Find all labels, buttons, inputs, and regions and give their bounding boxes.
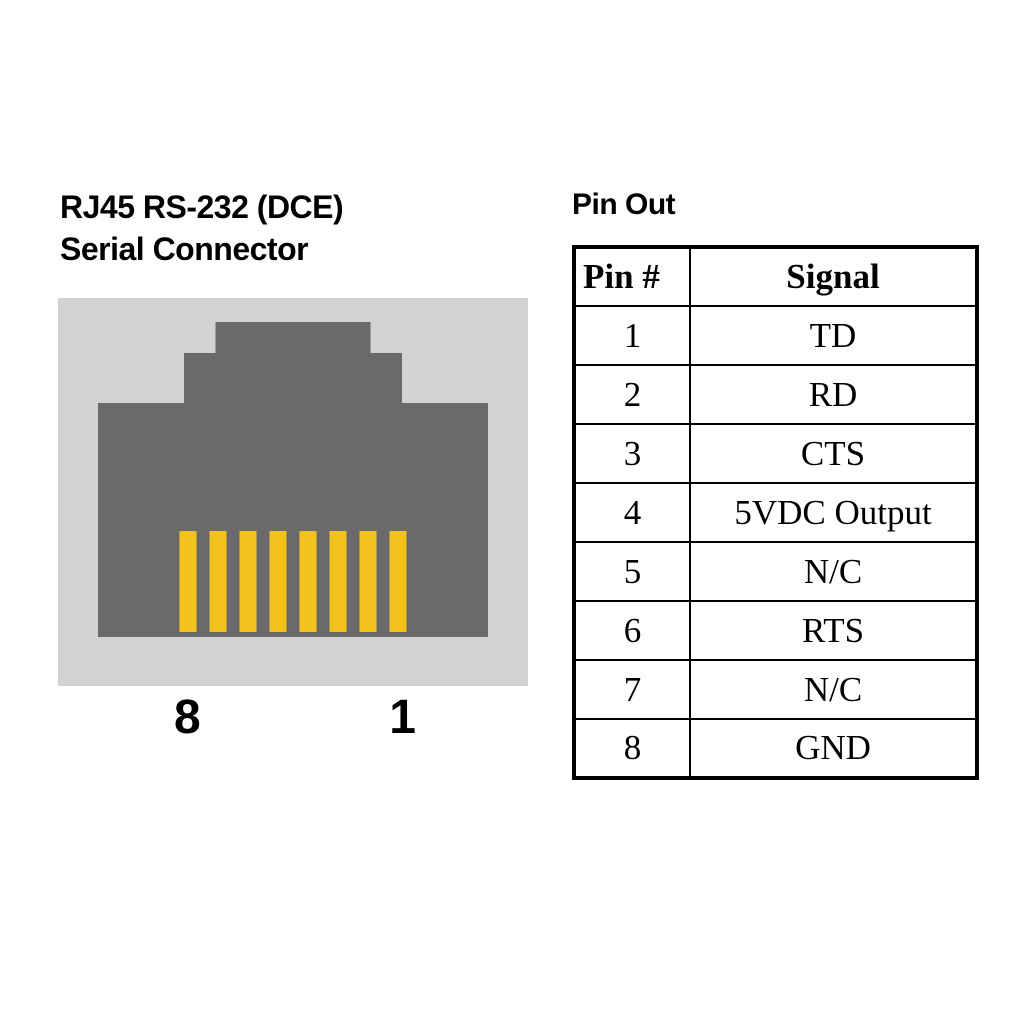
signal-cell: N/C — [689, 659, 978, 720]
pin-contact — [359, 531, 377, 632]
pin-contact — [209, 531, 227, 632]
pin-label-1: 1 — [389, 691, 416, 744]
table-header-row: Pin # Signal — [573, 246, 978, 307]
pin-number-cell: 1 — [573, 305, 691, 366]
signal-cell: GND — [689, 718, 978, 779]
pin-contact — [179, 531, 197, 632]
pin-number-cell: 8 — [573, 718, 691, 779]
pin-label-8: 8 — [174, 691, 201, 744]
pin-contacts — [179, 531, 407, 632]
jack-mid-step — [184, 353, 402, 405]
rj45-connector-graphic — [58, 298, 528, 686]
signal-cell: RD — [689, 364, 978, 425]
connector-title: RJ45 RS-232 (DCE) Serial Connector — [60, 186, 344, 270]
jack-top-tab — [215, 322, 371, 355]
pin-number-cell: 2 — [573, 364, 691, 425]
signal-cell: RTS — [689, 600, 978, 661]
signal-cell: N/C — [689, 541, 978, 602]
signal-cell: CTS — [689, 423, 978, 484]
pin-number-cell: 5 — [573, 541, 691, 602]
pin-contact — [269, 531, 287, 632]
pin-number-cell: 4 — [573, 482, 691, 543]
pin-number-cell: 6 — [573, 600, 691, 661]
pin-column-header: Pin # — [573, 246, 691, 307]
pin-contact — [239, 531, 257, 632]
pin-number-cell: 7 — [573, 659, 691, 720]
pin-number-cell: 3 — [573, 423, 691, 484]
connector-title-line2: Serial Connector — [60, 231, 309, 268]
pin-contact — [389, 531, 407, 632]
pin-contact — [299, 531, 317, 632]
connector-title-line1: RJ45 RS-232 (DCE) — [60, 189, 344, 225]
pin-number-labels: 8 1 — [58, 690, 528, 745]
signal-column-header: Signal — [689, 246, 978, 307]
signal-cell: TD — [689, 305, 978, 366]
jack-body — [98, 403, 488, 637]
pin-contact — [329, 531, 347, 632]
signal-cell: 5VDC Output — [689, 482, 978, 543]
pinout-title: Pin Out — [572, 188, 676, 221]
